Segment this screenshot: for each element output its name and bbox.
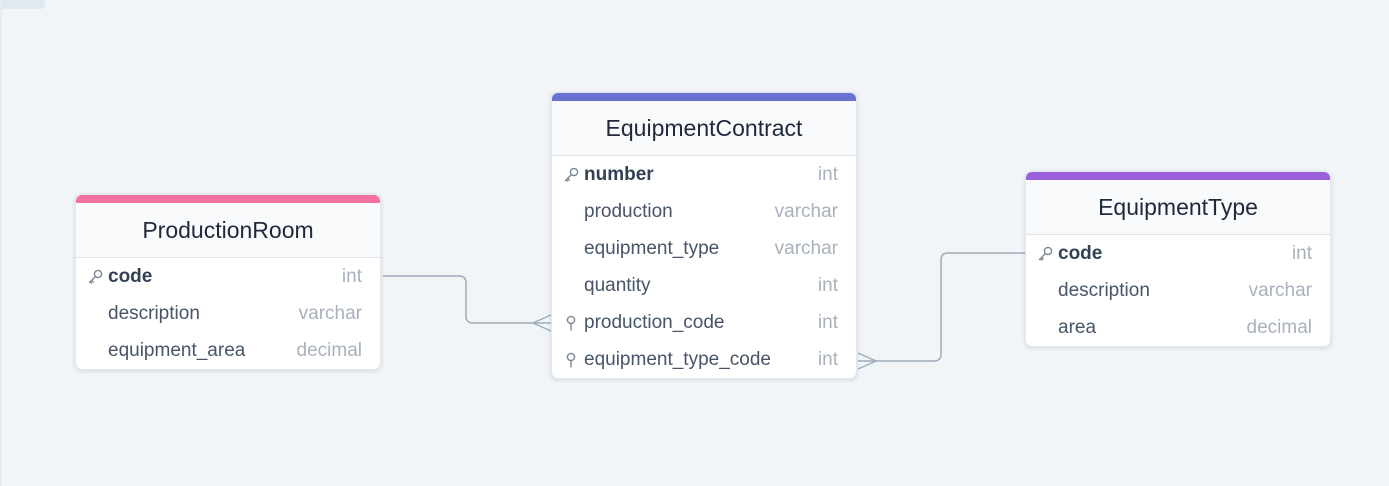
field-icon-slot: [1034, 318, 1056, 338]
field-type: decimal: [296, 339, 362, 361]
table-color-bar: [1026, 172, 1330, 180]
field-name: description: [1058, 279, 1150, 301]
field-type: int: [817, 311, 838, 333]
field-type: varchar: [298, 302, 362, 324]
field-icon-slot: [84, 341, 106, 361]
field-name: code: [108, 265, 153, 287]
field-type: int: [817, 274, 838, 296]
field-type: int: [341, 265, 362, 287]
field-type: varchar: [774, 200, 838, 222]
field-icon-slot: [560, 276, 582, 296]
field-row-equipment-type-code[interactable]: equipment_type_code int: [552, 341, 856, 378]
field-row-code[interactable]: code int: [1026, 235, 1330, 272]
crowfoot-production-code: [532, 314, 552, 332]
field-row-description[interactable]: description varchar: [1026, 272, 1330, 309]
field-type: int: [1291, 242, 1312, 264]
table-title: EquipmentType: [1026, 180, 1330, 235]
field-name: area: [1058, 316, 1097, 338]
canvas-tab-stub[interactable]: [0, 0, 45, 9]
field-name: production: [584, 200, 673, 222]
field-row-number[interactable]: number int: [552, 156, 856, 193]
field-name: quantity: [584, 274, 651, 296]
field-type: int: [817, 348, 838, 370]
field-row-equipment-area[interactable]: equipment_area decimal: [76, 332, 380, 369]
field-row-code[interactable]: code int: [76, 258, 380, 295]
field-row-area[interactable]: area decimal: [1026, 309, 1330, 346]
field-icon-slot: [560, 202, 582, 222]
field-row-description[interactable]: description varchar: [76, 295, 380, 332]
table-equipment-type[interactable]: EquipmentType code int description varchar a…: [1025, 171, 1331, 347]
field-name: description: [108, 302, 200, 324]
table-production-room[interactable]: ProductionRoom code int description varchar…: [75, 194, 381, 370]
foreign-key-pin-icon: [560, 313, 582, 333]
field-name: number: [584, 163, 654, 185]
field-row-equipment-type[interactable]: equipment_type varchar: [552, 230, 856, 267]
field-icon-slot: [84, 304, 106, 324]
field-name: production_code: [584, 311, 725, 333]
table-title: ProductionRoom: [76, 203, 380, 258]
field-name: equipment_type: [584, 237, 720, 259]
table-title: EquipmentContract: [552, 101, 856, 156]
relation-line-production-code[interactable]: [383, 275, 551, 324]
field-type: varchar: [1248, 279, 1312, 301]
field-type: decimal: [1246, 316, 1312, 338]
field-name: code: [1058, 242, 1103, 264]
table-equipment-contract[interactable]: EquipmentContract number int production var…: [551, 92, 857, 379]
field-icon-slot: [560, 239, 582, 259]
field-row-production[interactable]: production varchar: [552, 193, 856, 230]
table-color-bar: [552, 93, 856, 101]
foreign-key-pin-icon: [560, 350, 582, 370]
key-icon: [1034, 244, 1056, 264]
field-type: int: [817, 163, 838, 185]
canvas-left-edge: [0, 0, 2, 486]
relation-line-equipment-type-code[interactable]: [858, 252, 1025, 362]
table-color-bar: [76, 195, 380, 203]
field-name: equipment_area: [108, 339, 246, 361]
key-icon: [560, 165, 582, 185]
field-type: varchar: [774, 237, 838, 259]
crowfoot-equipment-type-code: [857, 352, 877, 370]
field-row-quantity[interactable]: quantity int: [552, 267, 856, 304]
field-row-production-code[interactable]: production_code int: [552, 304, 856, 341]
key-icon: [84, 267, 106, 287]
field-name: equipment_type_code: [584, 348, 771, 370]
field-icon-slot: [1034, 281, 1056, 301]
